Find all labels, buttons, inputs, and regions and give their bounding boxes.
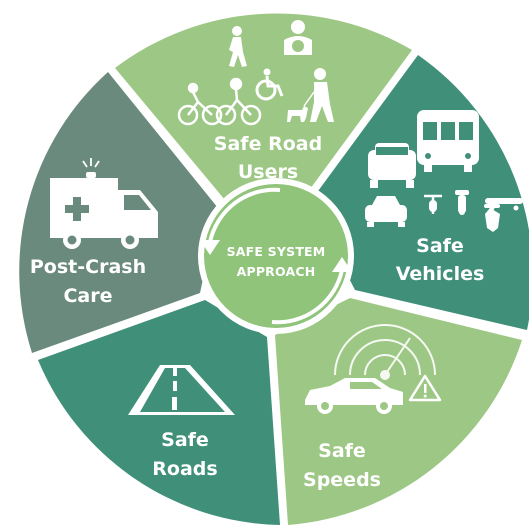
driver-icon [284, 20, 312, 55]
skateboard-icon [485, 198, 523, 211]
dog-walker-icon [287, 68, 334, 122]
car-front-icon [368, 143, 416, 188]
segment-safe-speeds-label: Safe [318, 440, 366, 462]
cycle-arrowhead-left [200, 240, 220, 255]
bus-icon [417, 110, 479, 172]
segment-safe-roads-label-2: Roads [152, 458, 217, 480]
segment-post-crash-care-label-2: Care [63, 285, 112, 307]
segment-safe-road-users: Safe Road Users [115, 13, 412, 201]
scooter-icon [455, 190, 500, 232]
cyclist-icon [177, 82, 223, 126]
center-inner [220, 200, 332, 312]
segment-safe-speeds: Safe Speeds [275, 298, 522, 525]
family-cyclist-icon [215, 77, 262, 126]
wheelchair-icon [255, 68, 284, 101]
ambulance-icon [50, 158, 158, 249]
segment-safe-vehicles-label: Safe [416, 235, 464, 257]
road-icon [128, 365, 235, 415]
cycle-arrowhead-right [332, 257, 352, 272]
radar-icon [334, 324, 436, 380]
segment-safe-speeds-label-2: Speeds [303, 469, 381, 491]
center-hub: SAFE SYSTEM APPROACH [198, 178, 354, 334]
segment-safe-vehicles: Safe Vehicles [310, 55, 529, 330]
cycle-arrows [208, 187, 344, 325]
warning-icon [408, 374, 442, 402]
car-side-icon [305, 378, 403, 414]
segment-safe-roads: Safe Roads [38, 300, 280, 525]
center-label-line1: SAFE SYSTEM [227, 244, 326, 259]
segment-safe-road-users-wedge [115, 13, 412, 201]
segment-post-crash-care: Post-Crash Care [19, 72, 218, 353]
bicycle-icon [424, 194, 442, 214]
pedestrian-icon [229, 26, 247, 67]
segment-safe-road-users-label-2: Users [238, 161, 298, 183]
segment-safe-roads-label: Safe [161, 429, 209, 451]
segment-safe-speeds-wedge [275, 298, 522, 525]
segment-safe-road-users-label: Safe Road [214, 133, 322, 155]
center-label-line2: APPROACH [237, 264, 316, 279]
segment-post-crash-care-label: Post-Crash [30, 256, 146, 278]
segment-safe-vehicles-label-2: Vehicles [396, 263, 485, 285]
car-small-icon [365, 196, 407, 227]
